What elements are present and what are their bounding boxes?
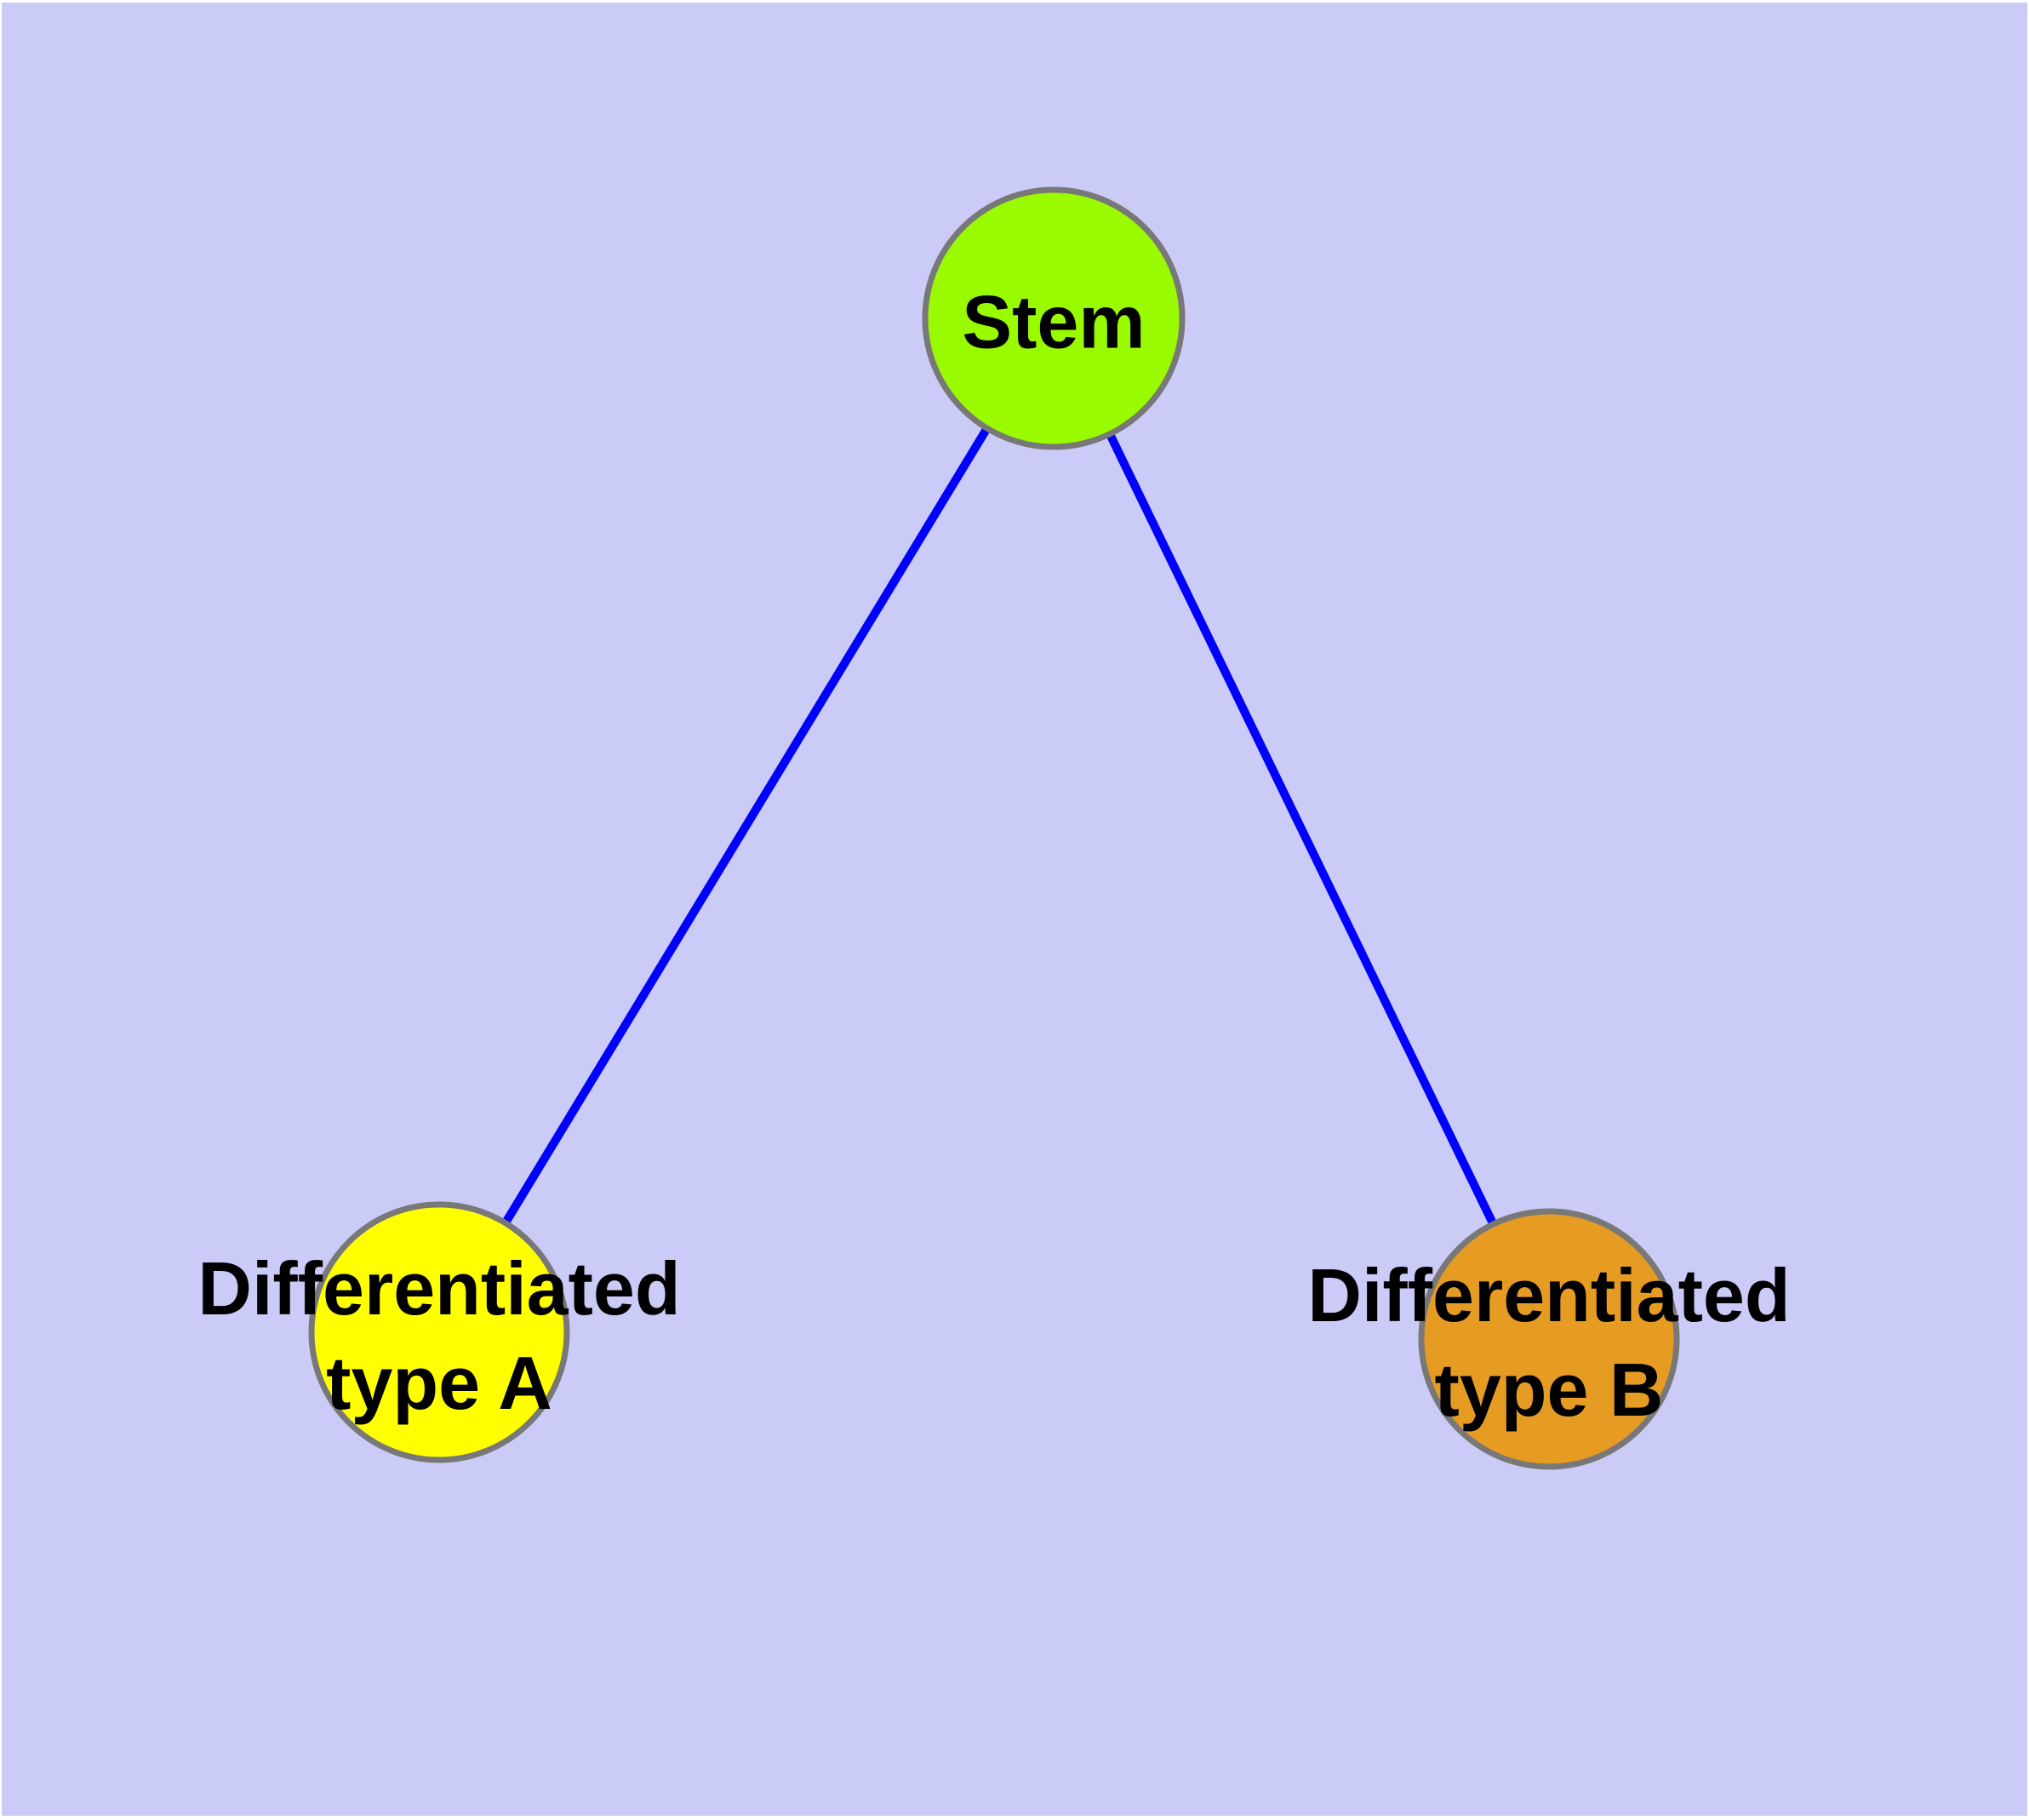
edge-stem-diff-b: [1049, 316, 1553, 1342]
node-diff-a: [308, 1201, 570, 1463]
node-layer: [308, 186, 1680, 1470]
node-label-stem: Stem: [962, 280, 1145, 364]
node-diff-b: [1418, 1208, 1680, 1470]
edge-layer: [435, 316, 1553, 1342]
node-stem: [922, 186, 1186, 450]
edge-stem-diff-a: [435, 316, 1058, 1335]
